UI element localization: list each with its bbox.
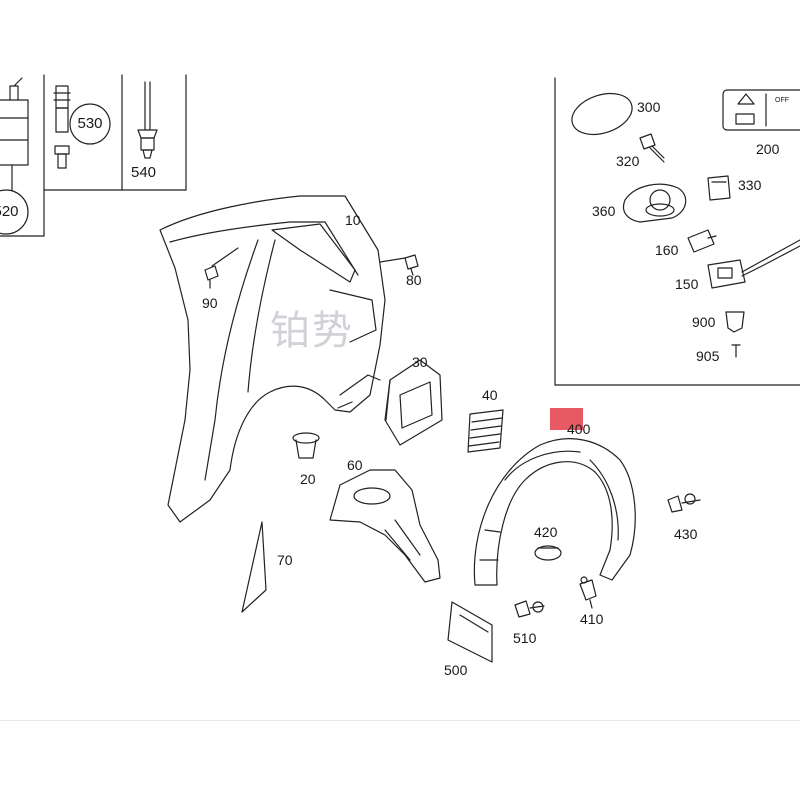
callout-160: 160 <box>655 242 679 258</box>
part-20-plug-icon <box>292 432 320 459</box>
part-150-lock-actuator-icon <box>707 239 800 289</box>
bottom-divider <box>0 720 800 721</box>
callout-905: 905 <box>696 348 720 364</box>
callout-900: 900 <box>692 314 716 330</box>
part-70-panel-icon <box>241 521 267 613</box>
part-60-reinforcement-icon <box>329 469 441 583</box>
part-905-pin-icon <box>731 344 741 358</box>
part-30-bracket-icon <box>384 359 443 446</box>
callout-10: 10 <box>345 212 361 228</box>
callout-150: 150 <box>675 276 699 292</box>
callout-400: 400 <box>567 421 591 437</box>
part-90-nut-icon <box>204 247 239 289</box>
part-10-quarter-panel-icon <box>159 195 386 523</box>
part-540-rivet-icon <box>137 81 158 159</box>
callout-20: 20 <box>300 471 316 487</box>
highlight-marker <box>550 408 583 430</box>
part-410-clip-icon <box>579 576 597 609</box>
callout-box-right <box>554 77 800 386</box>
callout-410: 410 <box>580 611 604 627</box>
callout-540: 540 <box>131 164 157 181</box>
callout-320: 320 <box>616 153 640 169</box>
part-320-screw-icon <box>639 133 665 163</box>
callout-520: 520 <box>0 203 19 220</box>
part-400-wheelhouse-liner-icon <box>473 438 636 586</box>
callout-500: 500 <box>444 662 468 678</box>
callout-430: 430 <box>674 526 698 542</box>
part-80-nut-icon <box>379 254 419 276</box>
callout-200: 200 <box>756 141 780 157</box>
part-360-filler-housing-icon <box>622 183 687 223</box>
callout-70: 70 <box>277 552 293 568</box>
part-420-nut-icon <box>534 545 562 561</box>
callout-300: 300 <box>637 99 661 115</box>
part-500-mud-flap-icon <box>447 601 493 663</box>
part-200-warning-sticker-icon <box>722 89 800 131</box>
part-900-cap-icon <box>725 311 745 333</box>
callout-80: 80 <box>406 272 422 288</box>
part-330-clip-icon <box>707 175 731 201</box>
callout-30: 30 <box>412 354 428 370</box>
callout-530: 530 <box>77 115 103 132</box>
part-530-plug-icon <box>53 85 111 169</box>
sticker-off-text: OFF <box>775 97 789 104</box>
watermark-text: 铂势 <box>270 308 354 354</box>
fastener-box <box>0 74 187 237</box>
callout-330: 330 <box>738 177 762 193</box>
part-430-rivet-icon <box>667 493 701 513</box>
callout-90: 90 <box>202 295 218 311</box>
part-40-vent-icon <box>467 409 504 453</box>
part-510-screw-icon <box>514 600 545 618</box>
part-520-clip-icon <box>0 77 29 235</box>
callout-60: 60 <box>347 457 363 473</box>
part-300-fuel-door-icon <box>571 92 633 136</box>
callout-40: 40 <box>482 387 498 403</box>
callout-510: 510 <box>513 630 537 646</box>
callout-420: 420 <box>534 524 558 540</box>
part-160-actuator-icon <box>687 229 717 253</box>
callout-360: 360 <box>592 203 616 219</box>
